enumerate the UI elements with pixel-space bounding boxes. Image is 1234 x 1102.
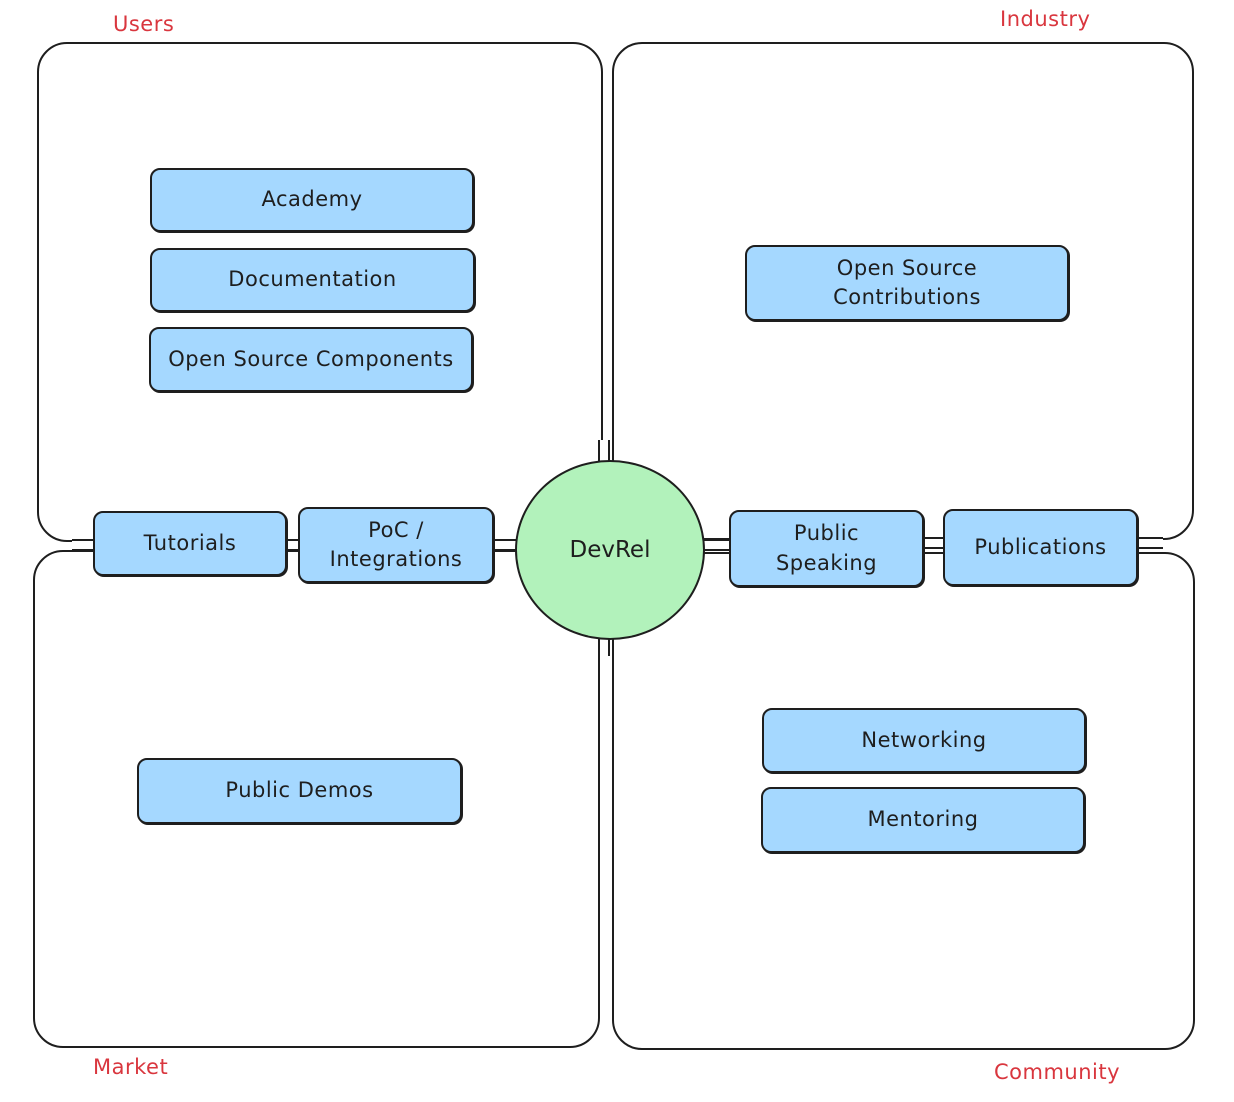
node-devrel-label: DevRel — [569, 537, 651, 563]
node-mentoring-label: Mentoring — [867, 807, 979, 832]
label-users: Users — [113, 12, 175, 36]
connector-center-bottom — [598, 636, 610, 656]
node-open-source-contributions[interactable]: Open Source Contributions — [745, 245, 1069, 321]
connector-poc-center — [491, 539, 519, 551]
connector-tutorials-poc — [285, 539, 301, 551]
node-poc-integrations-label: PoC / Integrations — [329, 517, 463, 571]
connector-center-speaking — [702, 539, 732, 551]
label-community: Community — [994, 1060, 1121, 1084]
node-publications-label: Publications — [974, 534, 1107, 559]
connector-center-top — [598, 440, 610, 464]
node-tutorials[interactable]: Tutorials — [93, 511, 287, 576]
node-public-demos[interactable]: Public Demos — [137, 758, 462, 824]
node-devrel-center[interactable]: DevRel — [515, 460, 705, 640]
node-mentoring[interactable]: Mentoring — [761, 787, 1085, 853]
node-academy-label: Academy — [261, 187, 363, 212]
node-poc-integrations[interactable]: PoC / Integrations — [298, 507, 494, 583]
connector-right-edge — [1135, 537, 1163, 549]
node-networking-label: Networking — [861, 727, 987, 752]
node-tutorials-label: Tutorials — [143, 530, 237, 555]
label-industry: Industry — [1000, 7, 1091, 31]
node-open-source-components[interactable]: Open Source Components — [149, 327, 473, 392]
node-public-demos-label: Public Demos — [225, 778, 374, 803]
node-public-speaking-label: Public Speaking — [775, 521, 878, 575]
node-networking[interactable]: Networking — [762, 708, 1086, 773]
connector-speaking-publications — [921, 537, 946, 549]
node-publications[interactable]: Publications — [943, 509, 1138, 586]
node-open-source-components-label: Open Source Components — [168, 346, 454, 371]
node-academy[interactable]: Academy — [150, 168, 474, 232]
node-documentation[interactable]: Documentation — [150, 248, 475, 312]
node-documentation-label: Documentation — [228, 267, 397, 292]
node-public-speaking[interactable]: Public Speaking — [729, 510, 924, 587]
connector-left-edge — [72, 539, 96, 551]
label-market: Market — [93, 1055, 169, 1079]
node-open-source-contributions-label: Open Source Contributions — [833, 255, 981, 309]
